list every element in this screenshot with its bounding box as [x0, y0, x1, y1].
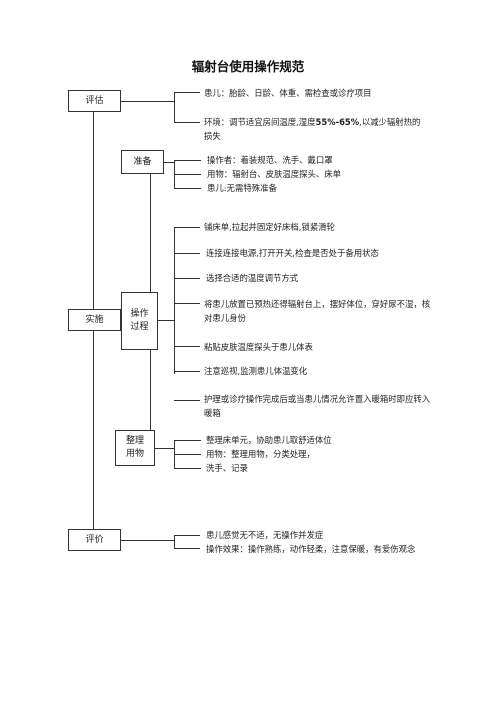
prepare-item-supplies: 用物：辐射台、皮肤温度探头、床单: [207, 169, 341, 179]
implement-box: 实施: [68, 309, 121, 331]
prepare-item-patient: 患儿:无需特殊准备: [207, 183, 277, 193]
evaluate-connector: [121, 540, 174, 541]
assess-label: 评估: [85, 95, 104, 106]
evaluate-bracket: [174, 535, 175, 548]
process-bracket: [174, 227, 175, 374]
process-connector: [158, 320, 174, 321]
evaluate-item-patient: 患儿感觉无不适，无操作并发症: [206, 530, 324, 540]
assess-connector: [121, 101, 174, 102]
process-box: 操作过程: [121, 292, 158, 350]
prepare-item-operator: 操作者：着装规范、洗手、戴口罩: [207, 155, 333, 165]
process-step-7: 护理或诊疗操作完成后或当患儿情况允许置入暖箱时即应转入暖箱: [204, 394, 431, 418]
process-step-6: 注意巡视,监测患儿体温变化: [204, 366, 308, 376]
tidy-item-supplies: 用物：整理用物，分类处理，: [206, 449, 315, 459]
assess-box: 评估: [68, 90, 121, 112]
tidy-connector: [155, 448, 174, 449]
prepare-box: 准备: [121, 150, 164, 174]
prepare-connector: [164, 162, 174, 163]
process-step-5: 粘贴皮肤温度探头于患儿体表: [204, 342, 313, 352]
process-label: 操作过程: [130, 309, 149, 332]
process-step-2: 连接连接电源,打开开关,检查是否处于备用状态: [206, 248, 379, 258]
tidy-box: 整理用物: [115, 430, 155, 466]
prepare-label: 准备: [133, 156, 152, 167]
tidy-item-record: 洗手、记录: [206, 463, 248, 473]
process-step-1: 铺床单,拉起并固定好床档,锁紧滑轮: [204, 222, 335, 232]
evaluate-label: 评价: [85, 534, 104, 545]
tidy-label: 整理用物: [125, 436, 144, 459]
evaluate-box: 评价: [68, 529, 121, 551]
implement-label: 实施: [85, 314, 104, 325]
evaluate-item-effect: 操作效果：操作熟练，动作轻柔，注意保暖，有爱伤观念: [206, 544, 416, 554]
process-step-3: 选择合适的温度调节方式: [206, 273, 299, 283]
page-title: 辐射台使用操作规范: [191, 59, 305, 74]
assess-item-environment: 环境：调节适宜房间温度,湿度55%-65%,以减少辐射热的损失: [204, 117, 421, 141]
assess-item-patient: 患儿：胎龄、日龄、体重、需检查或诊疗项目: [204, 88, 372, 98]
process-step-4: 将患儿放置已预热还得辐射台上，摆好体位，穿好尿不湿，核对患儿身份: [204, 299, 431, 323]
assess-bracket: [174, 92, 175, 122]
tidy-item-bed: 整理床单元，协助患儿取舒适体位: [206, 435, 332, 445]
